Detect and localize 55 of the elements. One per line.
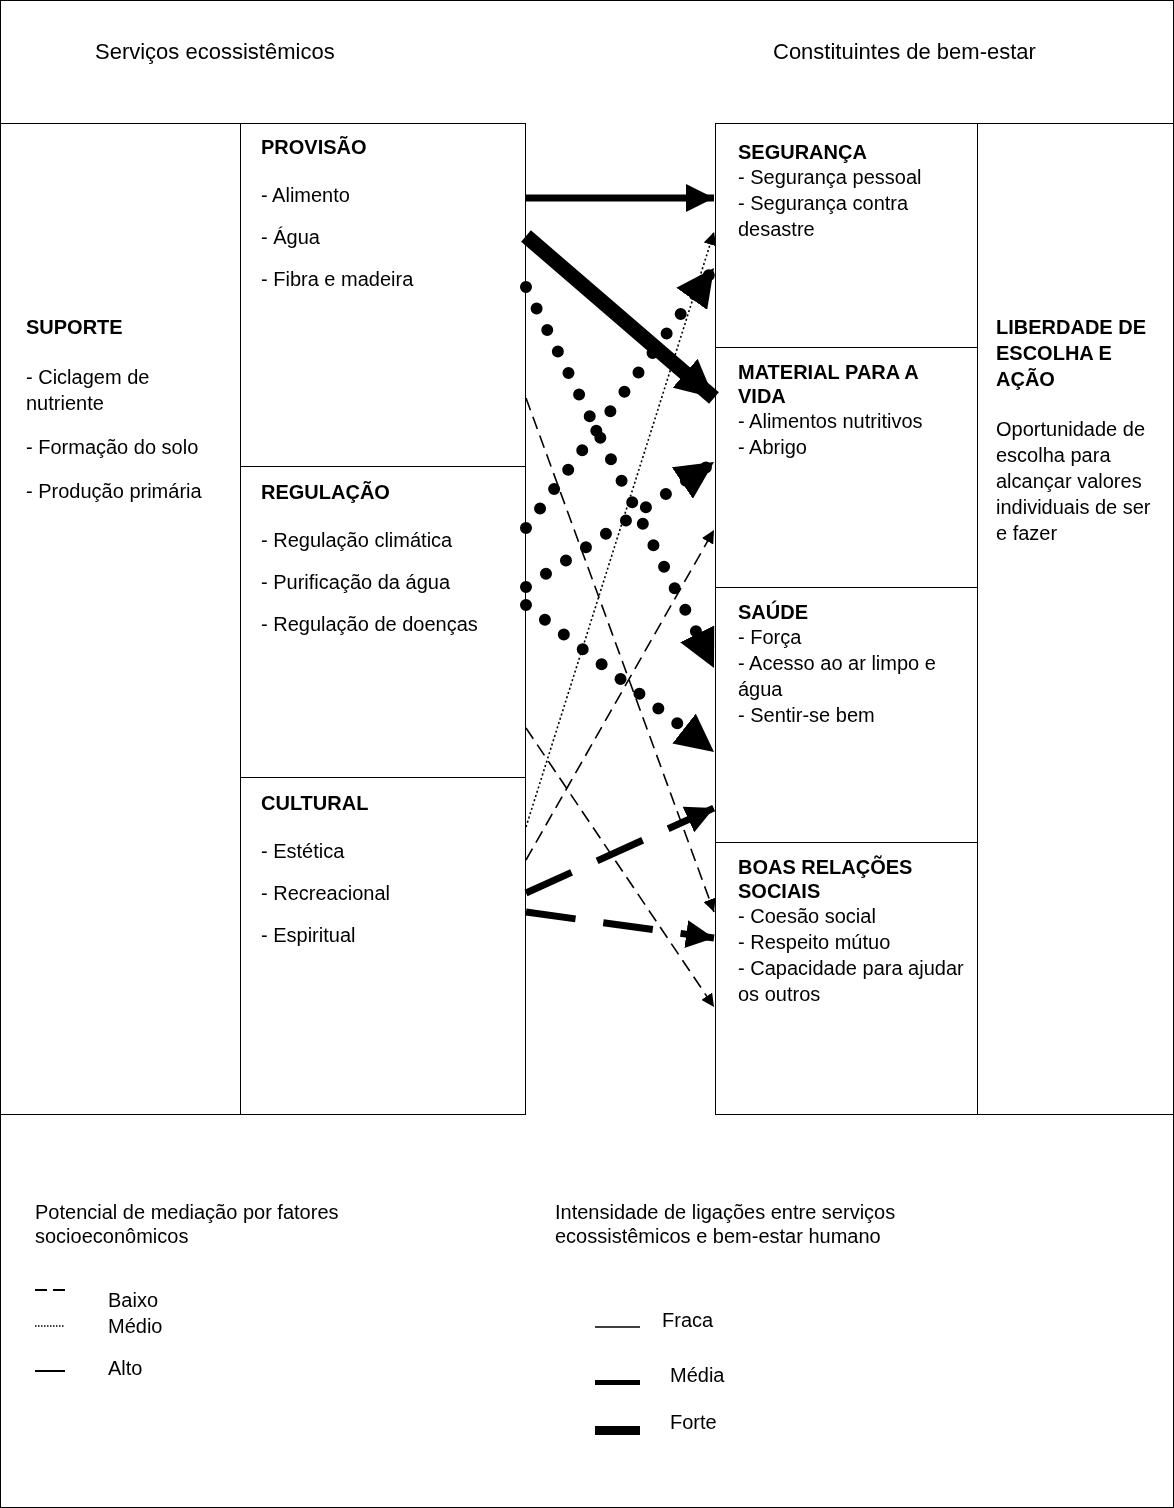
list-item: - Fibra e madeira	[261, 267, 414, 292]
list-item: - Abrigo	[738, 435, 807, 460]
category-heading: LIBERDADE DE ESCOLHA E AÇÃO	[996, 315, 1147, 392]
category-heading: REGULAÇÃO	[261, 480, 391, 505]
legend-label: Forte	[670, 1410, 717, 1434]
list-item: - Alimentos nutritivos	[738, 409, 923, 434]
legend-title: Intensidade de ligações entre serviços ecossistêmicos e bem-estar humano	[555, 1200, 897, 1248]
category-heading: SUPORTE	[26, 315, 123, 340]
category-heading: CULTURAL	[261, 791, 370, 816]
list-item: Oportunidade de escolha para alcançar valores individuais de ser e fazer	[996, 417, 1152, 546]
arrow	[524, 804, 716, 897]
category-heading: SAÚDE	[738, 600, 808, 624]
legend-label: Média	[670, 1363, 725, 1387]
category-box	[977, 123, 1174, 1115]
arrow	[525, 908, 715, 949]
category-heading: PROVISÃO	[261, 135, 368, 160]
list-item: - Espiritual	[261, 923, 356, 948]
list-item: - Regulação climática	[261, 528, 453, 553]
column-header: Constituintes de bem-estar	[773, 40, 1036, 64]
list-item: - Água	[261, 225, 320, 250]
list-item: - Acesso ao ar limpo e água	[738, 651, 937, 702]
list-item: - Recreacional	[261, 881, 390, 906]
category-box	[715, 123, 978, 348]
category-box	[0, 123, 241, 1115]
list-item: - Regulação de doenças	[261, 612, 478, 637]
list-item: - Ciclagem de nutriente	[26, 365, 151, 416]
category-heading: BOAS RELAÇÕES SOCIAIS	[738, 855, 914, 903]
list-item: - Estética	[261, 839, 345, 864]
list-item: - Segurança pessoal	[738, 165, 922, 190]
arrow	[525, 727, 715, 1008]
list-item: - Força	[738, 625, 802, 650]
list-item: - Alimento	[261, 183, 350, 208]
arrow	[525, 529, 715, 861]
legend-label: Baixo	[108, 1288, 159, 1312]
arrow	[525, 231, 717, 828]
column-header: Serviços ecossistêmicos	[95, 40, 335, 64]
arrow	[521, 230, 719, 404]
list-item: - Purificação da água	[261, 570, 450, 595]
category-box	[240, 777, 526, 1115]
list-item: - Coesão social	[738, 904, 876, 929]
list-item: - Segurança contra desastre	[738, 191, 910, 242]
list-item: - Formação do solo	[26, 435, 199, 460]
list-item: - Sentir-se bem	[738, 703, 875, 728]
list-item: - Capacidade para ajudar os outros	[738, 956, 965, 1007]
list-item: - Respeito mútuo	[738, 930, 891, 955]
legend-label: Alto	[108, 1356, 143, 1380]
legend-label: Médio	[108, 1314, 163, 1338]
category-heading: SEGURANÇA	[738, 140, 867, 164]
arrow	[525, 397, 716, 913]
list-item: - Produção primária	[26, 479, 202, 504]
legend-title: Potencial de mediação por fatores socioeconômicos	[35, 1200, 340, 1248]
category-box	[240, 123, 526, 467]
legend-label: Fraca	[662, 1308, 714, 1332]
category-box	[715, 842, 978, 1115]
category-heading: MATERIAL PARA A VIDA	[738, 360, 919, 408]
